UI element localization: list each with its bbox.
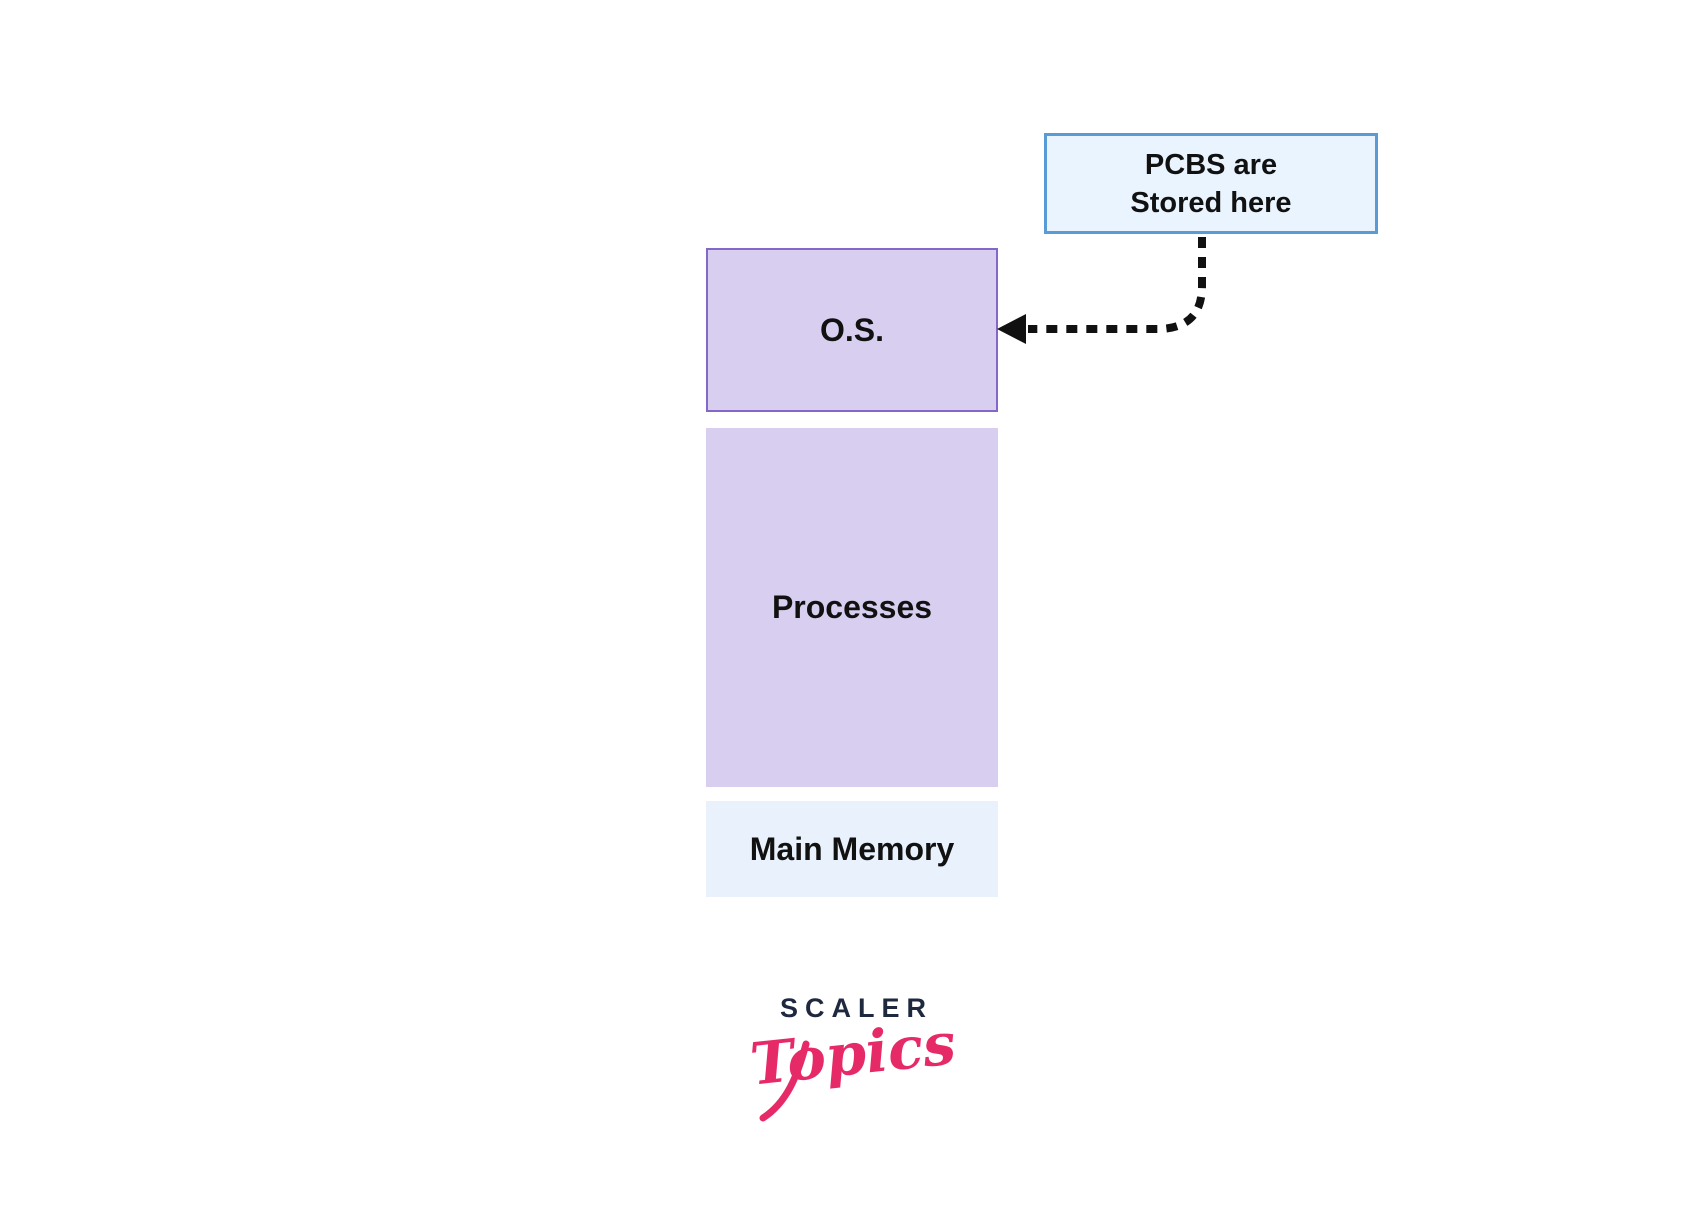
scaler-wordmark: SCALER (779, 993, 933, 1023)
pcbs-callout-line1: PCBS are (1144, 148, 1278, 181)
processes-box: Processes (706, 428, 998, 787)
arrowhead-icon (997, 314, 1026, 344)
scaler-topics-logo: SCALER Topics (718, 993, 988, 1099)
main-memory-label: Main Memory (749, 830, 955, 867)
os-label: O.S. (819, 311, 884, 348)
pcbs-callout-line2: Stored here (1130, 186, 1292, 219)
processes-label: Processes (771, 589, 933, 625)
topics-wordmark: Topics (747, 1009, 959, 1099)
pcbs-callout-box: PCBS are Stored here (1044, 133, 1378, 234)
main-memory-box: Main Memory (706, 801, 998, 897)
os-box: O.S. (706, 248, 998, 412)
dashed-arrow-line (1028, 237, 1206, 333)
